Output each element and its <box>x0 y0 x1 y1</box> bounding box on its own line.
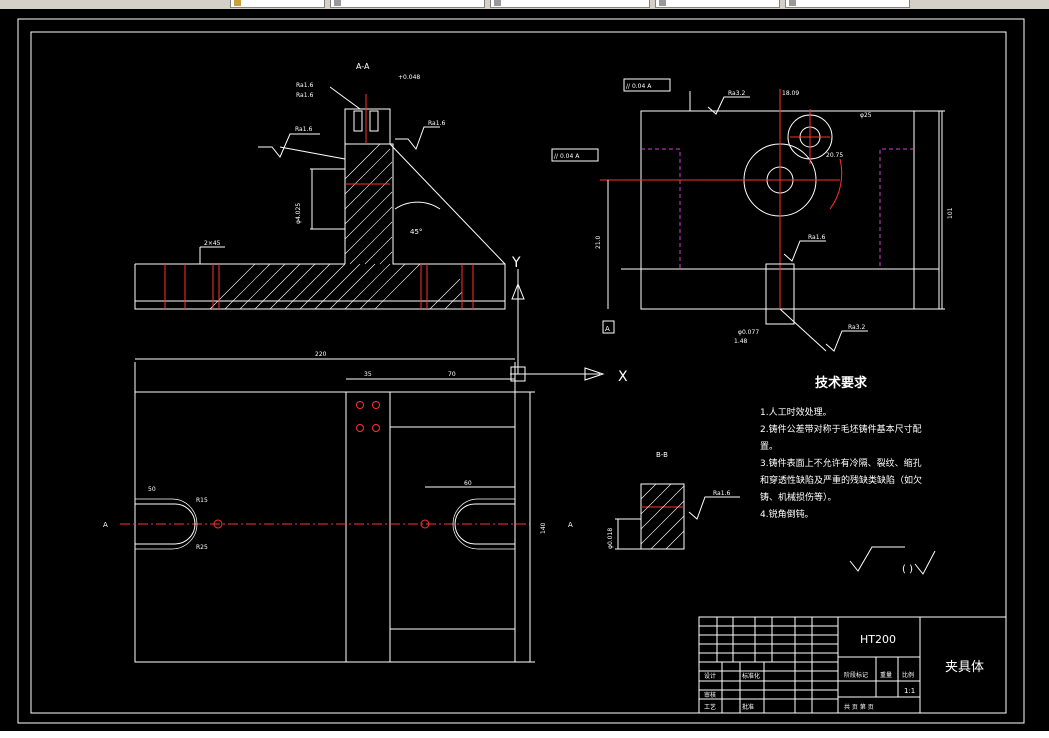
note-top-b: Ra1.6 <box>296 92 313 99</box>
dim-r-ang: 20.75 <box>826 152 843 159</box>
tech-line-5: 和穿透性缺陷及严重的残缺类缺陷（如欠 <box>760 474 922 486</box>
tech-line-6: 铸、机械损伤等）。 <box>760 491 837 503</box>
section-view-bb: B-B φ0.018 Ra1.6 <box>607 451 740 550</box>
dim-r-top: 18.09 <box>782 90 799 97</box>
outer-frame <box>17 18 1025 724</box>
drawing-file-icon <box>789 0 796 6</box>
tb-stage: 阶段标记 <box>844 671 868 679</box>
dim-220: 220 <box>315 351 327 358</box>
drawing-file-icon <box>659 0 666 6</box>
document-tab-2[interactable] <box>490 0 650 8</box>
roughness-paren: ( ) <box>902 564 913 575</box>
side-view: // 0.04 A // 0.04 A Ra3.2 18.09 φ25 20.7… <box>551 78 954 352</box>
tb-part-name: 夹具体 <box>945 660 984 675</box>
rough-right-label: Ra1.6 <box>428 120 445 127</box>
section-view-aa: A-A φ4. <box>134 62 506 310</box>
tb-scale: 1:1 <box>904 687 915 695</box>
document-tab-4[interactable] <box>785 0 910 8</box>
cut-a1: A <box>103 521 108 529</box>
document-tab-1[interactable] <box>330 0 485 8</box>
tb-approve: 批准 <box>742 703 754 711</box>
dim-140: 140 <box>540 522 547 534</box>
tech-line-3: 置。 <box>760 441 778 452</box>
tb-scale-label: 比例 <box>902 671 914 679</box>
general-roughness-symbol: ( ) <box>849 546 936 575</box>
dim-35: 35 <box>364 371 372 378</box>
inner-frame <box>30 31 1007 714</box>
flatness-2: // 0.04 A <box>554 153 580 160</box>
section-aa-label: A-A <box>356 62 370 71</box>
rough-r2: Ra1.6 <box>808 234 825 241</box>
dim-60: 60 <box>464 480 472 487</box>
section-hatching <box>209 143 463 310</box>
drawing-file-icon <box>494 0 501 6</box>
tech-line-2: 2.铸件公差带对称于毛坯铸件基本尺寸配 <box>760 423 922 435</box>
bb-rough: Ra1.6 <box>713 490 730 497</box>
bb-hatching <box>640 483 685 550</box>
document-tab-3[interactable] <box>655 0 780 8</box>
title-block: HT200 夹具体 设计 标准化 审核 工艺 批准 阶段标记 重量 比例 1:1… <box>698 616 1007 714</box>
tech-line-4: 3.铸件表面上不允许有冷隔、裂纹、缩孔 <box>760 457 922 469</box>
dim-r-left: 21.0 <box>595 235 602 249</box>
dim-r-phi: φ25 <box>860 112 872 119</box>
flatness-frame-1 <box>623 78 671 92</box>
cad-drawing-canvas[interactable]: A-A φ4. <box>0 9 1049 731</box>
drawing-file-icon <box>334 0 341 6</box>
tb-weight: 重量 <box>880 671 892 679</box>
ucs-y-label: Y <box>511 255 521 271</box>
dim-r-bot1: φ0.077 <box>738 329 759 336</box>
ucs-icon: Y X <box>510 255 628 385</box>
plan-view: 220 35 70 50 60 140 R15 R25 A A <box>103 351 573 663</box>
bb-dim: φ0.018 <box>607 528 614 549</box>
tb-material: HT200 <box>860 633 896 646</box>
tb-design: 设计 <box>704 672 716 680</box>
cut-a2: A <box>568 521 573 529</box>
tech-line-1: 1.人工时效处理。 <box>760 406 832 418</box>
rough-r3: Ra3.2 <box>848 324 865 331</box>
dim-r-side: 101 <box>947 207 954 219</box>
toolbar-folder-icon <box>234 0 241 6</box>
toolbar-tab[interactable] <box>230 0 325 8</box>
rough-left-label: Ra1.6 <box>295 126 312 133</box>
rough-r1: Ra3.2 <box>728 90 745 97</box>
flatness-frame-2 <box>551 148 599 162</box>
tech-line-7: 4.锐角倒钝。 <box>760 508 814 520</box>
tolerance-top: +0.048 <box>398 74 420 81</box>
dim-vert-left: φ4.025 <box>295 203 302 224</box>
tb-standard: 标准化 <box>742 672 760 680</box>
tb-sheets: 共 页 第 页 <box>844 703 874 711</box>
angle-label: 45° <box>410 228 422 236</box>
datum-a: A <box>605 325 610 333</box>
dim-r-bot2: 1.48 <box>734 338 748 345</box>
technical-requirements: 技术要求 1.人工时效处理。 2.铸件公差带对称于毛坯铸件基本尺寸配 置。 3.… <box>760 375 922 520</box>
flatness-1: // 0.04 A <box>626 83 652 90</box>
tb-process: 工艺 <box>704 703 716 711</box>
datum-box <box>602 320 615 334</box>
tb-review: 审核 <box>704 691 716 699</box>
hidden-lines <box>641 148 914 269</box>
ucs-x-label: X <box>618 369 628 385</box>
dim-70: 70 <box>448 371 456 378</box>
dim-50: 50 <box>148 486 156 493</box>
document-tab-bar <box>0 0 1049 9</box>
dim-r25: R25 <box>196 544 208 551</box>
status-bar <box>0 731 1049 738</box>
tech-title: 技术要求 <box>815 375 868 391</box>
dim-r15: R15 <box>196 497 208 504</box>
note-top-a: Ra1.6 <box>296 82 313 89</box>
section-bb-label: B-B <box>656 451 668 459</box>
dim-2x45: 2×45 <box>204 240 221 247</box>
